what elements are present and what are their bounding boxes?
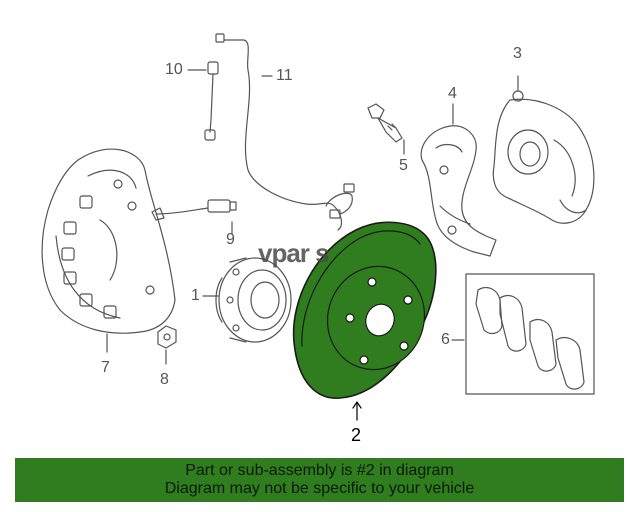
callout-5: 5 — [399, 157, 408, 174]
callout-2: 2 — [351, 425, 362, 445]
callout-7: 7 — [101, 359, 110, 376]
banner-line-2: Diagram may not be specific to your vehi… — [164, 480, 475, 497]
banner-line-1: Part or sub-assembly is #2 in diagram — [185, 462, 454, 479]
callout-8: 8 — [160, 371, 169, 388]
callout-1: 1 — [191, 287, 200, 304]
brake-caliper-part — [492, 75, 595, 224]
dust-shield-part — [41, 148, 176, 353]
hub-bolt-part — [157, 325, 177, 365]
callout-4: 4 — [448, 85, 457, 102]
brake-rotor-part — [292, 221, 437, 421]
sensor-wire-part — [215, 33, 355, 231]
caliper-bolt-part — [367, 103, 405, 155]
info-banner: Part or sub-assembly is #2 in diagram Di… — [15, 458, 624, 502]
callout-11: 11 — [276, 67, 293, 84]
callout-10: 10 — [165, 61, 183, 78]
caliper-bracket-part — [420, 103, 497, 257]
callout-9: 9 — [226, 231, 235, 248]
wheel-hub-part — [202, 257, 292, 343]
callout-6: 6 — [441, 331, 450, 348]
callout-3: 3 — [513, 45, 522, 62]
brake-pads-part — [451, 273, 595, 395]
vparts-logo: vpar s — [258, 238, 330, 268]
parts-diagram — [41, 33, 595, 421]
wear-sensor-part — [187, 61, 219, 141]
speed-sensor-part — [151, 199, 237, 235]
